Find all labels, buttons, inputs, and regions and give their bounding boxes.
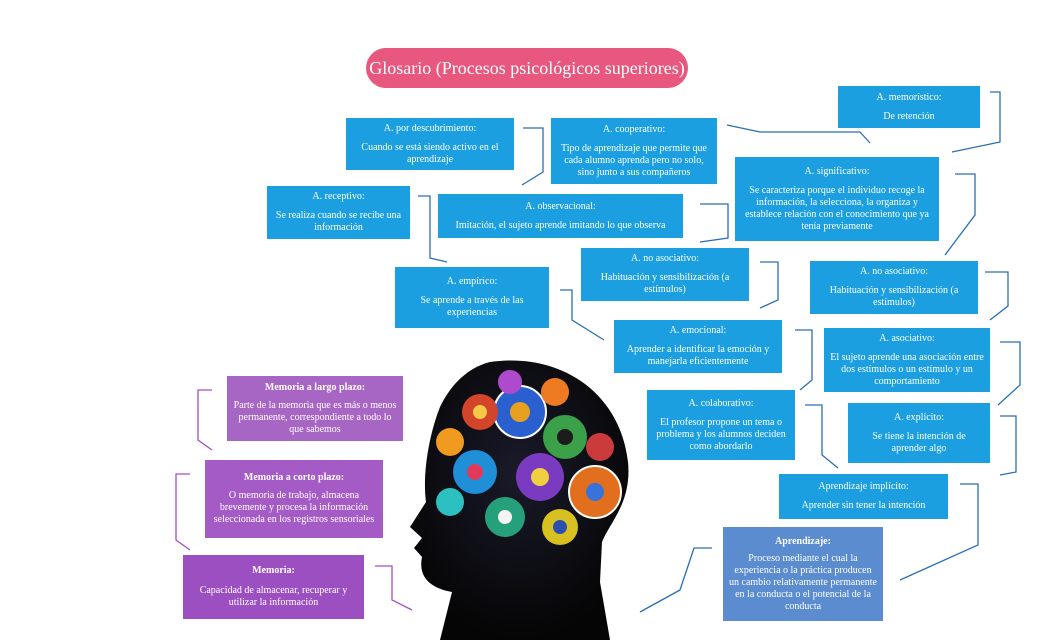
box-memoria-corto-plazo: Memoria a corto plazo: O memoria de trab… — [205, 460, 383, 538]
box-body: De retención — [883, 110, 935, 122]
box-body: Imitación, el sujeto aprende imitando lo… — [455, 219, 666, 231]
box-no-asociativo-1: A. no asociativo: Habituación y sensibil… — [581, 248, 749, 301]
box-title: A. cooperativo: — [602, 123, 666, 135]
box-title: A. asociativo: — [879, 332, 935, 344]
box-body: El sujeto aprende una asociación entre d… — [830, 351, 984, 387]
brain-head-illustration — [410, 360, 629, 640]
box-memoria-largo-plazo: Memoria a largo plazo: Parte de la memor… — [227, 376, 403, 441]
box-observacional: A. observacional: Imitación, el sujeto a… — [438, 194, 683, 238]
box-body: Capacidad de almacenar, recuperar y util… — [199, 585, 348, 608]
box-emocional: A. emocional: Aprender a identificar la … — [614, 320, 782, 373]
box-title: A. explícito: — [894, 411, 944, 423]
box-body: Aprender a identificar la emoción y mane… — [626, 344, 770, 367]
box-title: Memoria a largo plazo: — [264, 381, 366, 393]
box-title: A. no asociativo: — [630, 253, 700, 264]
box-title: A. emocional: — [669, 325, 727, 336]
box-body: Habituación y sensibilización (a estímul… — [829, 285, 959, 308]
box-significativo: A. significativo: Se caracteriza porque … — [735, 157, 939, 241]
box-title: Aprendizaje: — [775, 535, 831, 547]
box-no-asociativo-2: A. no asociativo: Habituación y sensibil… — [810, 261, 978, 314]
box-cooperativo: A. cooperativo: Tipo de aprendizaje que … — [551, 118, 717, 184]
box-title: A. observacional: — [525, 200, 596, 212]
box-title: Memoria a corto plazo: — [243, 472, 345, 483]
box-memoria: Memoria: Capacidad de almacenar, recuper… — [183, 555, 364, 619]
box-title: A. significativo: — [804, 165, 870, 177]
box-implicito: Aprendizaje implícito: Aprender sin tene… — [779, 474, 948, 519]
box-body: O memoria de trabajo, almacena brevement… — [213, 490, 375, 525]
box-explicito: A. explícito: Se tiene la intención de a… — [848, 403, 990, 463]
box-title: A. por descubrimiento: — [383, 122, 477, 134]
box-title: A. empírico: — [446, 276, 498, 287]
box-title: Aprendizaje implícito: — [818, 481, 909, 492]
box-body: Parte de la memoria que es más o menos p… — [233, 399, 397, 435]
box-body: Proceso mediante el cual la experiencia … — [729, 552, 877, 612]
box-body: El profesor propone un tema o problema y… — [656, 416, 786, 452]
box-title: A. memorístico: — [876, 91, 942, 103]
box-body: Se realiza cuando se recibe una informac… — [275, 210, 402, 233]
box-title: A. receptivo: — [312, 191, 365, 202]
box-body: Cuando se está siendo activo en el apren… — [361, 141, 499, 165]
box-memoristico: A. memorístico: De retención — [838, 86, 980, 128]
box-body: Se caracteriza porque el individuo recog… — [745, 184, 929, 232]
box-colaborativo: A. colaborativo: El profesor propone un … — [647, 390, 795, 460]
box-body: Tipo de aprendizaje que permite que cada… — [561, 142, 707, 178]
box-empirico: A. empírico: Se aprende a través de las … — [395, 267, 549, 328]
box-title: A. no asociativo: — [859, 266, 929, 277]
box-asociativo: A. asociativo: El sujeto aprende una aso… — [824, 328, 990, 392]
box-title: Memoria: — [252, 565, 295, 576]
box-receptivo: A. receptivo: Se realiza cuando se recib… — [267, 186, 410, 239]
box-title: A. colaborativo: — [688, 397, 754, 409]
box-por-descubrimiento: A. por descubrimiento: Cuando se está si… — [346, 118, 514, 170]
box-aprendizaje: Aprendizaje: Proceso mediante el cual la… — [723, 527, 883, 621]
page-title: Glosario (Procesos psicológicos superior… — [366, 48, 688, 88]
box-body: Se aprende a través de las experiencias — [420, 295, 524, 318]
box-body: Habituación y sensibilización (a estímul… — [600, 272, 730, 295]
box-body: Se tiene la intención de aprender algo — [872, 430, 966, 454]
box-body: Aprender sin tener la intención — [801, 500, 926, 511]
